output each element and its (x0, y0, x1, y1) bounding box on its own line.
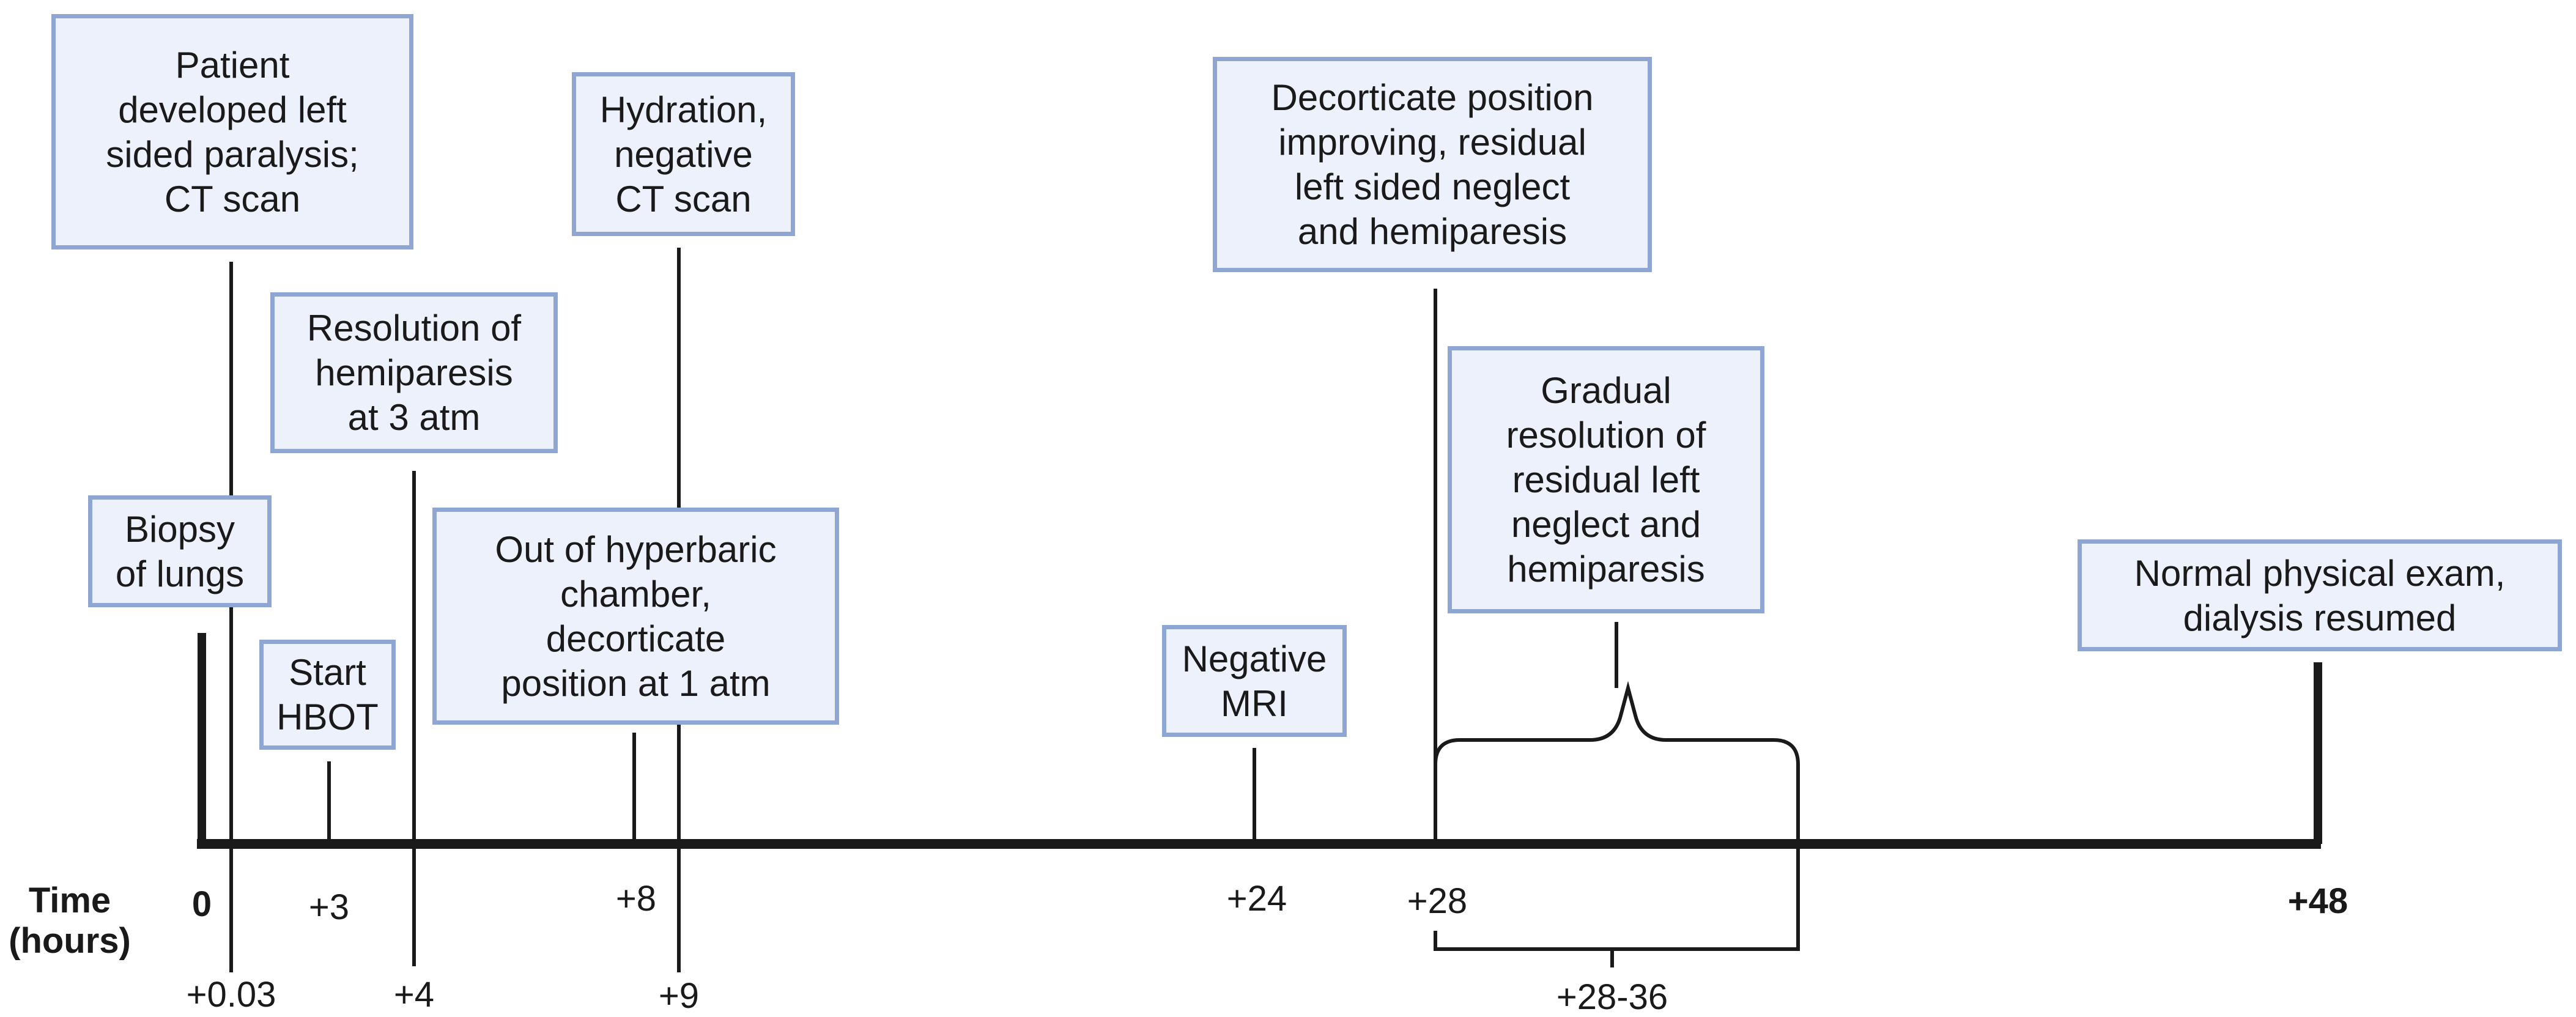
tick-label-48: +48 (2287, 881, 2348, 921)
range-bracket-lower (1434, 844, 1800, 967)
axis-title: Time (hours) (9, 881, 131, 961)
event-box-hbot: Start HBOT (259, 640, 396, 750)
tick-label-24: +24 (1226, 879, 1287, 919)
range-brace (1434, 681, 1800, 844)
event-box-biopsy: Biopsy of lungs (88, 495, 272, 607)
tick-label-28: +28 (1407, 881, 1468, 921)
tick-label-0-03: +0.03 (186, 975, 276, 1015)
event-box-normal: Normal physical exam, dialysis resumed (2078, 539, 2562, 651)
tick-label-4: +4 (393, 975, 435, 1015)
event-box-decorticate: Decorticate position improving, residual… (1213, 57, 1652, 272)
event-box-hydration: Hydration, negative CT scan (572, 72, 795, 236)
tick-label-28-36: +28-36 (1556, 977, 1668, 1017)
event-box-paralysis: Patient developed left sided paralysis; … (51, 14, 413, 250)
tick-label-3: +3 (308, 887, 350, 927)
event-box-gradual: Gradual resolution of residual left negl… (1448, 346, 1764, 613)
tick-label-0: 0 (191, 884, 212, 924)
tick-label-9: +9 (658, 976, 700, 1016)
event-box-out-chamber: Out of hyperbaric chamber, decorticate p… (432, 508, 839, 725)
tick-label-8: +8 (615, 879, 657, 919)
event-box-resolution: Resolution of hemiparesis at 3 atm (270, 292, 558, 453)
event-box-mri: Negative MRI (1162, 625, 1347, 737)
